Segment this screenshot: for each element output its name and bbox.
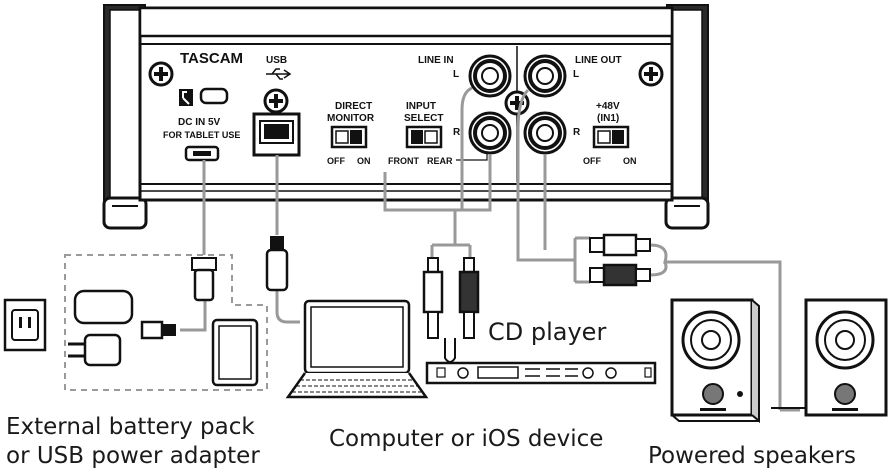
phantom-label: (IN1)	[597, 113, 619, 124]
phantom-off-label: OFF	[583, 156, 601, 166]
line-out-r-label: R	[573, 127, 581, 138]
input-select-switch[interactable]	[405, 125, 443, 149]
cd-player-caption: CD player	[488, 318, 607, 346]
direct-off-label: OFF	[327, 156, 345, 166]
speaker-left-icon	[670, 298, 760, 424]
direct-monitor-label: DIRECT	[335, 101, 372, 112]
line-out-l-label: L	[573, 69, 579, 80]
usb-icon	[266, 68, 292, 80]
cd-player-icon	[425, 361, 657, 385]
rca-plug-icon	[422, 257, 444, 339]
rca-plug-icon	[589, 263, 651, 287]
security-lock-icon	[179, 89, 193, 106]
line-out-r-jack	[523, 111, 567, 155]
rca-plug-icon	[589, 233, 651, 257]
phantom-power-switch[interactable]	[592, 125, 630, 149]
screw-icon	[263, 88, 289, 114]
dc-in-label: DC IN 5V	[178, 117, 221, 128]
input-rear-label: REAR	[427, 156, 453, 166]
speaker-right-icon	[804, 298, 888, 417]
screw-icon	[148, 61, 174, 87]
dc-in-sublabel: FOR TABLET USE	[163, 130, 240, 140]
direct-monitor-label: MONITOR	[327, 113, 375, 124]
rca-plug-icon	[458, 257, 480, 339]
line-out-l-jack	[523, 54, 567, 98]
wall-outlet-icon	[3, 298, 47, 352]
usb-plug-icon	[265, 236, 289, 292]
tablet-icon	[211, 318, 259, 387]
security-slot	[199, 87, 229, 105]
direct-monitor-switch[interactable]	[330, 125, 368, 149]
usb-plug-icon	[140, 320, 176, 340]
line-in-r-jack	[468, 111, 512, 155]
audio-interface: TASCAM DC IN 5V FOR TABLET USE USB DIREC…	[102, 4, 710, 230]
phantom-label: +48V	[596, 101, 620, 112]
input-select-label: INPUT	[406, 101, 436, 112]
speakers-caption: Powered speakers	[648, 443, 857, 469]
phantom-on-label: ON	[623, 156, 637, 166]
battery-pack-icon	[73, 289, 134, 325]
line-out-label: LINE OUT	[575, 55, 622, 66]
brand-logo: TASCAM	[180, 50, 243, 67]
direct-on-label: ON	[357, 156, 371, 166]
line-in-r-label: R	[453, 127, 461, 138]
line-in-label: LINE IN	[418, 55, 454, 66]
laptop-icon	[285, 299, 429, 399]
screw-icon	[638, 61, 664, 87]
usb-label: USB	[266, 55, 287, 66]
power-caption-line2: or USB power adapter	[6, 443, 260, 469]
micro-usb-plug-icon	[191, 257, 217, 302]
power-source-group	[64, 254, 268, 391]
line-in-l-jack	[468, 54, 512, 98]
computer-caption: Computer or iOS device	[329, 426, 604, 452]
line-in-l-label: L	[453, 69, 459, 80]
power-caption-line1: External battery pack	[6, 414, 255, 440]
input-select-label: SELECT	[404, 113, 443, 124]
input-front-label: FRONT	[388, 156, 419, 166]
usb-power-adapter-icon	[68, 333, 122, 367]
